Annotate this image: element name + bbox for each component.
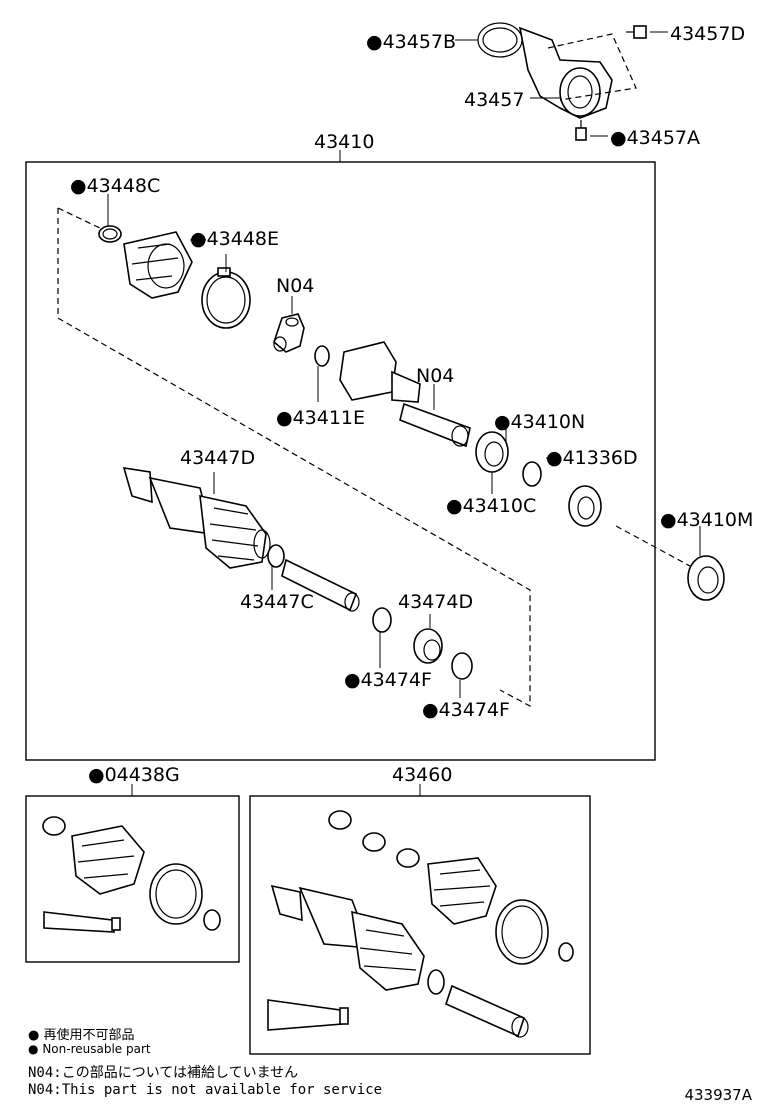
label-43474F-upper: ●43474F [344,669,432,691]
nonreusable-bullet-icon: ● [28,1042,39,1056]
boot-kit-parts[interactable] [42,816,221,933]
note-n04-en: N04:This part is not available for servi… [28,1082,383,1098]
o-ring-43457B[interactable] [477,22,523,58]
label-43457A: ●43457A [610,127,700,149]
label-43457: 43457 [464,89,524,111]
clamp-43448E[interactable] [201,267,251,329]
label-N04-tripod: N04 [276,275,314,297]
label-N04-shaft: N04 [416,365,454,387]
clamp-43447C[interactable] [267,544,285,568]
bearing-bracket-43457[interactable] [518,26,637,119]
assembly-box-43410 [25,161,656,761]
label-43447C: 43447C [240,591,314,613]
label-43448C: ●43448C [70,175,160,197]
snap-ring-43410N[interactable] [522,461,542,487]
label-43447D: 43447D [180,447,255,469]
snap-ring-43411E[interactable] [314,345,330,367]
label-43410N: ●43410N [494,411,585,433]
label-43460: 43460 [392,764,452,786]
label-04438G: ●04438G [88,764,180,786]
bearing-43410C[interactable] [475,431,509,473]
label-43448E: ●43448E [190,228,279,250]
joint-housing[interactable] [339,341,471,448]
seal-41336D[interactable] [568,485,602,527]
label-43474F-lower: ●43474F [422,699,510,721]
legend-nonreusable-en: ● Non-reusable part [28,1042,151,1056]
bolt-43457A[interactable] [575,120,587,141]
note-n04-jp: N04:この部品については補給していません [28,1065,299,1081]
label-43410M: ●43410M [660,509,753,531]
drive-shaft[interactable] [281,558,360,612]
ring-43474F-a[interactable] [372,607,392,633]
label-43410C: ●43410C [446,495,536,517]
damper-43474D[interactable] [413,628,443,664]
nonreusable-bullet-icon: ● [28,1028,40,1043]
label-43410: 43410 [314,131,374,153]
seal-43410M[interactable] [687,555,725,601]
shaft-assembly-parts[interactable] [267,810,574,1038]
ring-43474F-b[interactable] [451,652,473,680]
inner-boot[interactable] [123,231,193,299]
label-43457B: ●43457B [366,31,456,53]
label-43474D: 43474D [398,591,473,613]
label-41336D: ●41336D [546,447,638,469]
boot-kit-box-04438G [25,795,240,963]
legend-nonreusable-jp: ● 再使用不可部品 [28,1028,135,1043]
tripod-joint[interactable] [273,313,305,353]
bolt-43457D[interactable] [626,25,647,39]
label-43457D: 43457D [670,23,745,45]
outer-cv-boot-43447D[interactable] [122,467,271,569]
label-43411E: ●43411E [276,407,365,429]
figure-id: 433937A [684,1086,752,1104]
shaft-assembly-box-43460 [249,795,591,1055]
clamp-43448C[interactable] [98,225,122,243]
